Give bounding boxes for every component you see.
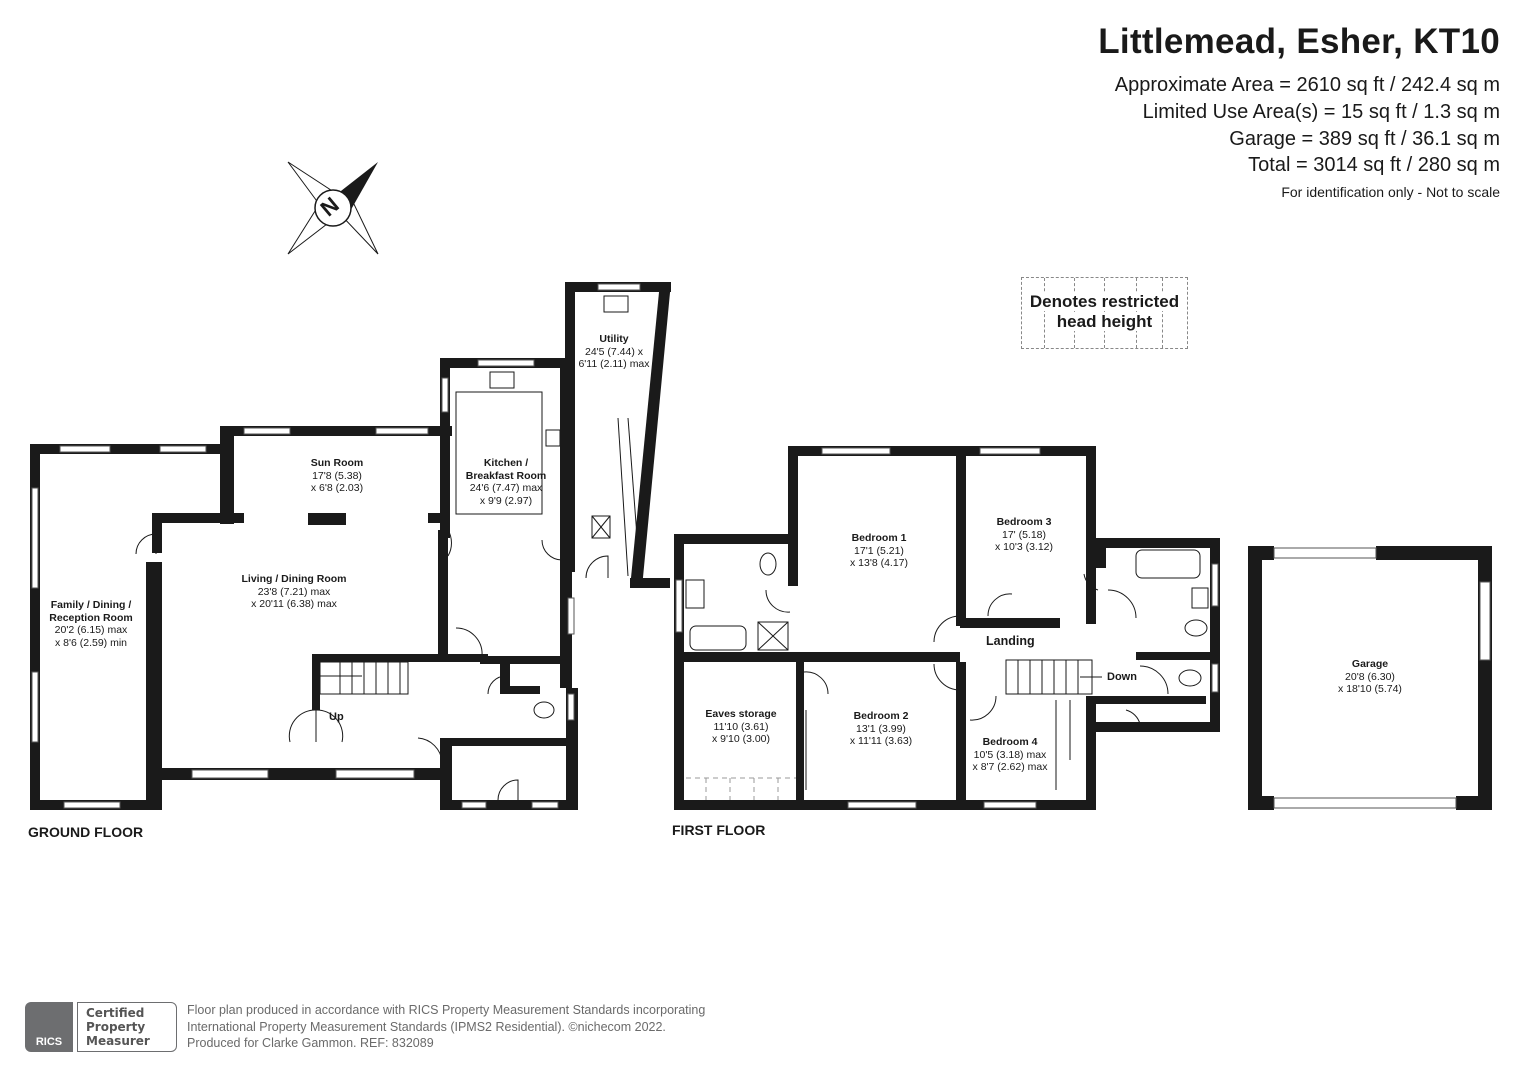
scale-note: For identification only - Not to scale [1281,184,1500,200]
north-compass-icon [287,161,379,255]
garage-area: Garage = 389 sq ft / 36.1 sq m [1229,128,1500,150]
property-title: Littlemead, Esher, KT10 [1098,22,1500,61]
room-bedroom-2: Bedroom 2 13'1 (3.99)x 11'11 (3.63) [849,710,913,747]
wall [30,444,230,454]
rics-logo: RICS [25,1002,73,1052]
room-eaves-storage: Eaves storage 11'10 (3.61)x 9'10 (3.00) [705,708,777,745]
total-area: Total = 3014 sq ft / 280 sq m [1248,154,1500,176]
approx-area: Approximate Area = 2610 sq ft / 242.4 sq… [1114,74,1500,96]
footer-disclaimer: Floor plan produced in accordance with R… [187,1003,706,1050]
room-sun: Sun Room 17'8 (5.38)x 6'8 (2.03) [310,457,364,494]
room-garage: Garage 20'8 (6.30)x 18'10 (5.74) [1338,658,1402,695]
limited-use-area: Limited Use Area(s) = 15 sq ft / 1.3 sq … [1142,101,1500,123]
room-family: Family / Dining /Reception Room 20'2 (6.… [49,599,133,649]
room-bedroom-1: Bedroom 1 17'1 (5.21)x 13'8 (4.17) [849,532,909,569]
stairs-up-label: Up [329,711,344,723]
room-bedroom-3: Bedroom 3 17' (5.18)x 10'3 (3.12) [994,516,1054,553]
stairs-down-label: Down [1107,671,1137,683]
ground-floor-label: GROUND FLOOR [28,824,144,840]
landing-label: Landing [986,634,1035,648]
first-floor-label: FIRST FLOOR [672,822,766,838]
